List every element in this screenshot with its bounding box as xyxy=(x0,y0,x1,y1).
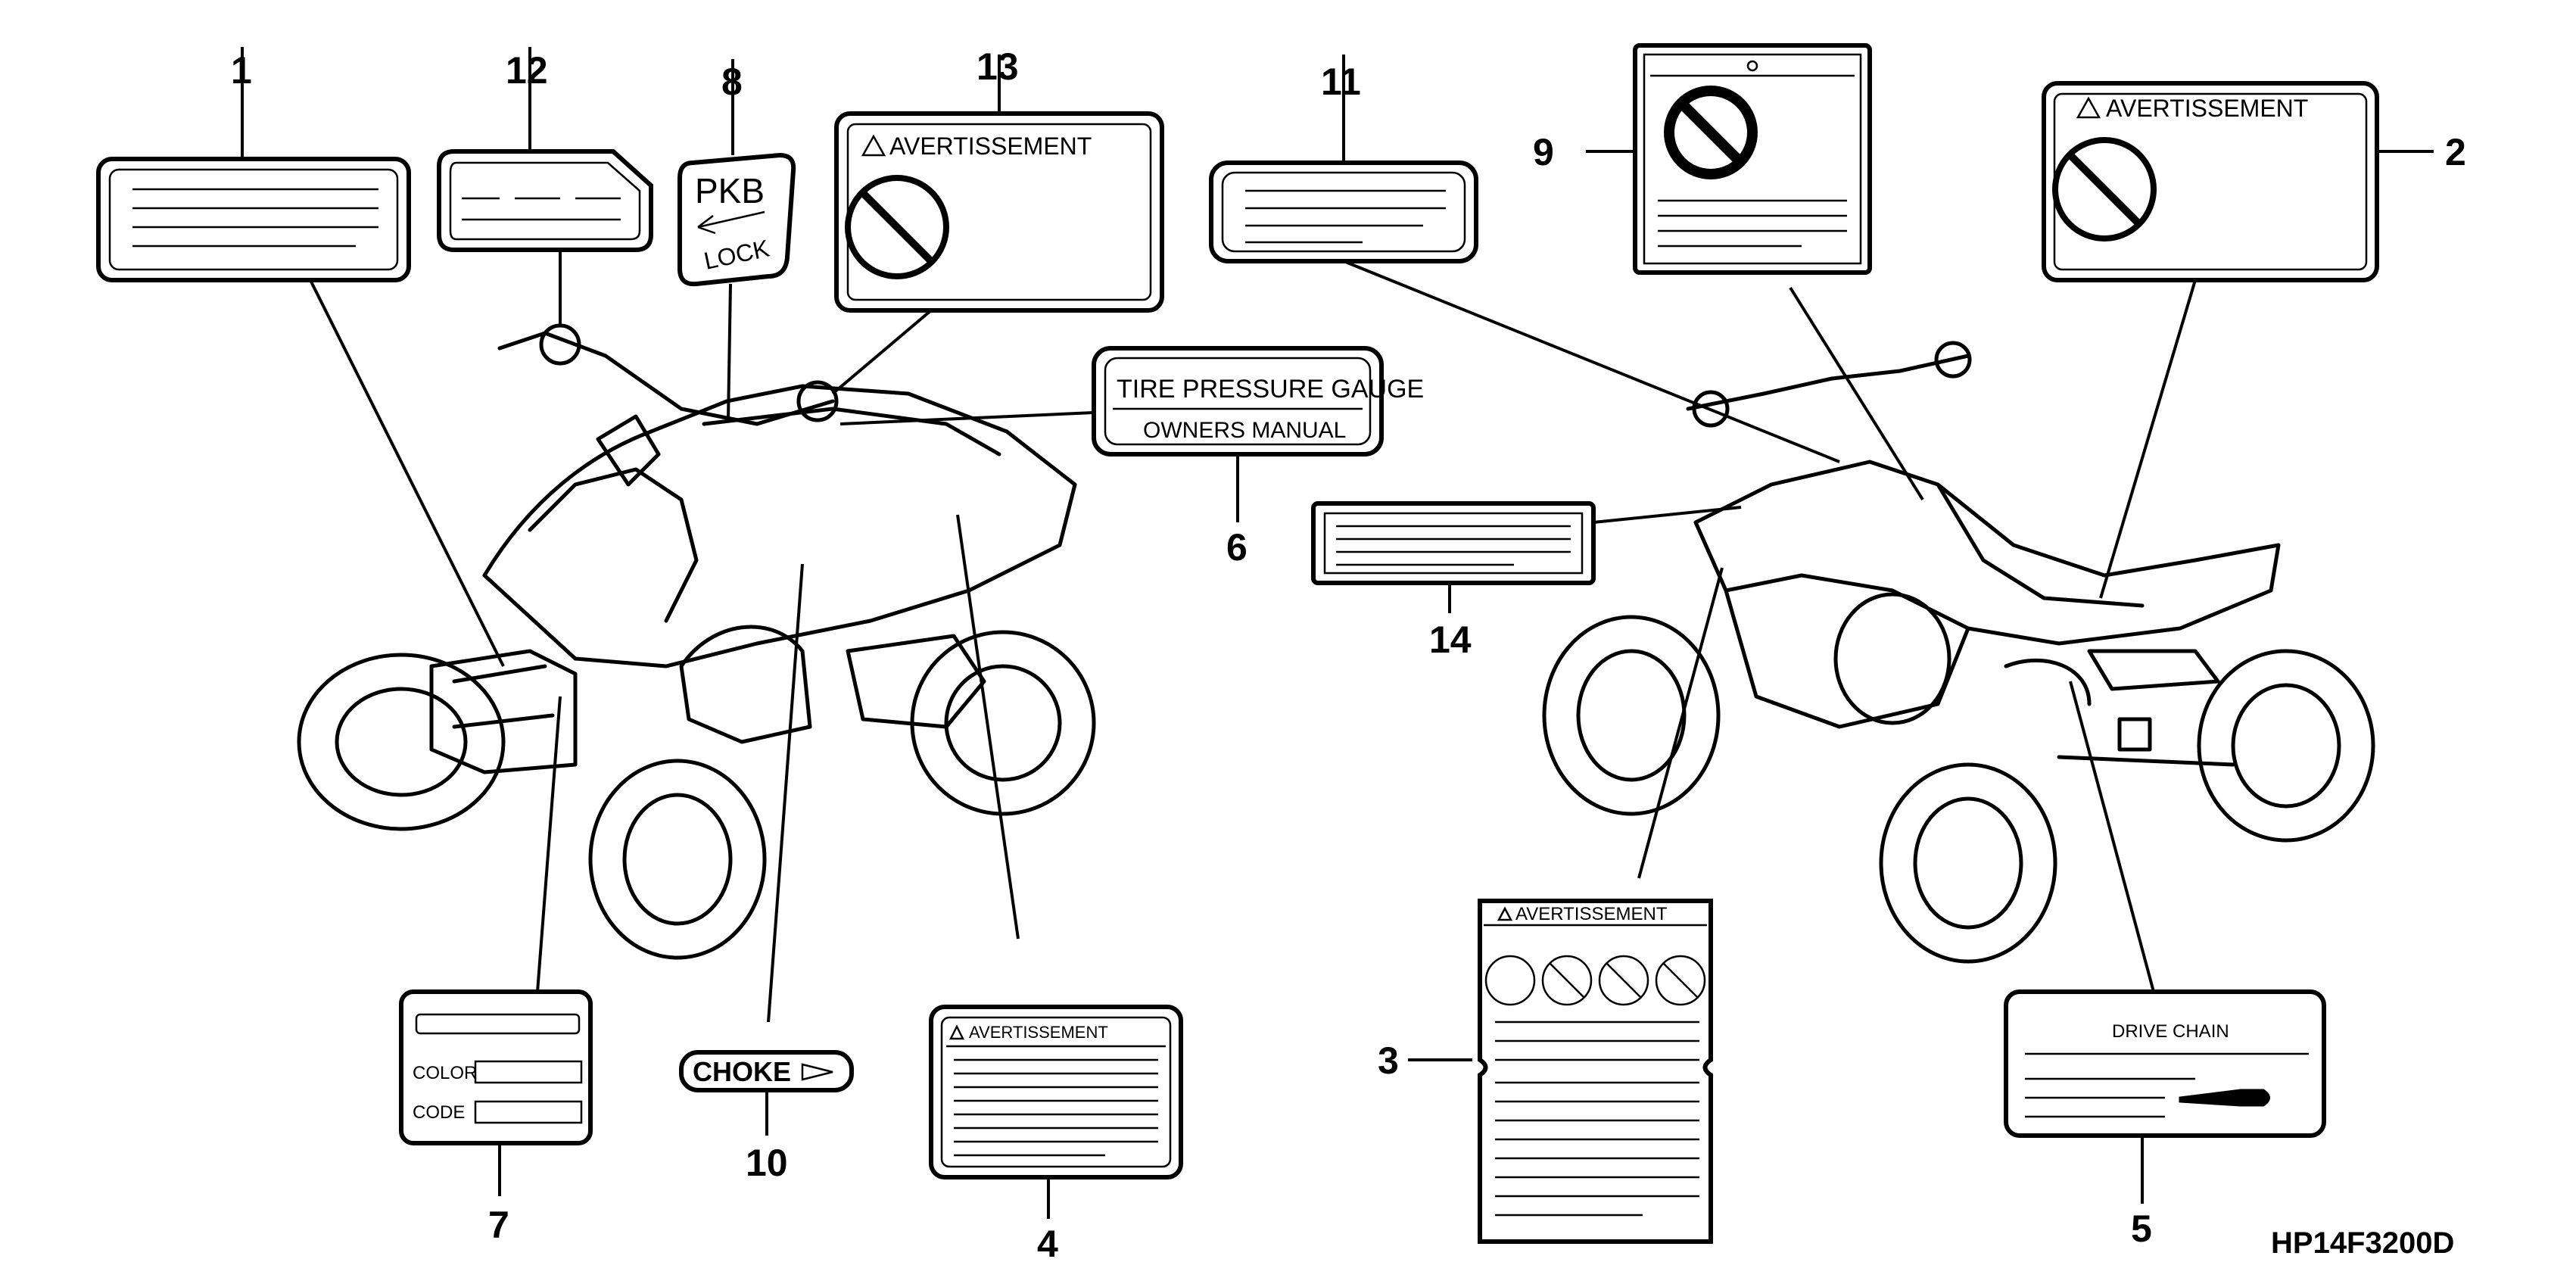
callout-5: 5 xyxy=(2131,1208,2152,1250)
warning-triangle-icon xyxy=(948,1024,965,1040)
arrow-icon xyxy=(801,1063,833,1081)
label-2-warning: AVERTISSEMENT xyxy=(2042,81,2379,282)
prohibition-icon xyxy=(2052,137,2157,242)
callout-8: 8 xyxy=(721,61,743,103)
callout-10: 10 xyxy=(746,1142,788,1184)
callout-4: 4 xyxy=(1037,1223,1058,1265)
label-13-warning: AVERTISSEMENT xyxy=(834,111,1164,313)
figure-code: HP14F3200D xyxy=(2271,1226,2454,1260)
callout-1: 1 xyxy=(231,49,252,92)
prohibition-icon xyxy=(845,175,949,279)
callout-12: 12 xyxy=(506,49,548,92)
label-14-panel xyxy=(1311,501,1596,585)
label-11-panel xyxy=(1209,160,1478,263)
callout-3: 3 xyxy=(1378,1039,1399,1082)
warning-triangle-icon xyxy=(2076,96,2101,119)
warning-triangle-icon xyxy=(1497,906,1513,921)
callout-6: 6 xyxy=(1226,526,1248,569)
callout-numbers: 1 12 8 13 11 9 2 6 14 3 7 10 4 5 xyxy=(231,45,2466,1265)
callout-14: 14 xyxy=(1429,619,1472,661)
owners-manual-text: OWNERS MANUAL xyxy=(1143,418,1346,443)
warning-header-4: AVERTISSEMENT xyxy=(969,1023,1108,1042)
callout-7: 7 xyxy=(488,1204,509,1246)
label-4-warning: AVERTISSEMENT xyxy=(929,1005,1183,1179)
label-5-drive-chain: DRIVE CHAIN xyxy=(2004,989,2326,1138)
label-1-panel xyxy=(96,157,411,282)
label-9-prohibition-sheet xyxy=(1633,43,1872,275)
warning-triangle-icon xyxy=(861,134,886,157)
code-text: CODE xyxy=(413,1102,465,1123)
warning-header-13: AVERTISSEMENT xyxy=(889,132,1092,160)
color-text: COLOR xyxy=(413,1063,477,1083)
prohibition-icon-large xyxy=(1664,86,1758,179)
label-3-warning-sheet: AVERTISSEMENT xyxy=(1478,899,1713,1244)
choke-text: CHOKE xyxy=(693,1056,791,1087)
callout-2: 2 xyxy=(2445,131,2466,173)
leader-lines xyxy=(241,47,2434,1219)
prohibition-icons-row xyxy=(1484,955,1706,1006)
label-8-parking-brake: PKB LOCK xyxy=(677,152,796,287)
atv-rear-view-illustration xyxy=(1542,341,2375,964)
callout-11: 11 xyxy=(1321,61,1361,103)
label-7-color-code: COLOR CODE xyxy=(399,989,593,1145)
chain-adjuster-icon xyxy=(2179,1089,2270,1107)
label-6-tire-pressure: TIRE PRESSURE GAUGE OWNERS MANUAL xyxy=(1092,346,1424,457)
label-12-panel xyxy=(437,149,653,252)
arrow-icon xyxy=(697,210,765,235)
warning-header-2: AVERTISSEMENT xyxy=(2106,95,2308,122)
tire-pressure-gauge-text: TIRE PRESSURE GAUGE xyxy=(1117,375,1424,404)
pkb-text: PKB xyxy=(695,171,765,210)
drive-chain-text: DRIVE CHAIN xyxy=(2112,1021,2229,1042)
callout-9: 9 xyxy=(1533,131,1554,173)
callout-13: 13 xyxy=(977,45,1019,88)
label-10-choke: CHOKE xyxy=(679,1050,854,1092)
warning-header-3: AVERTISSEMENT xyxy=(1515,904,1668,924)
atv-front-view-illustration xyxy=(297,323,1096,960)
